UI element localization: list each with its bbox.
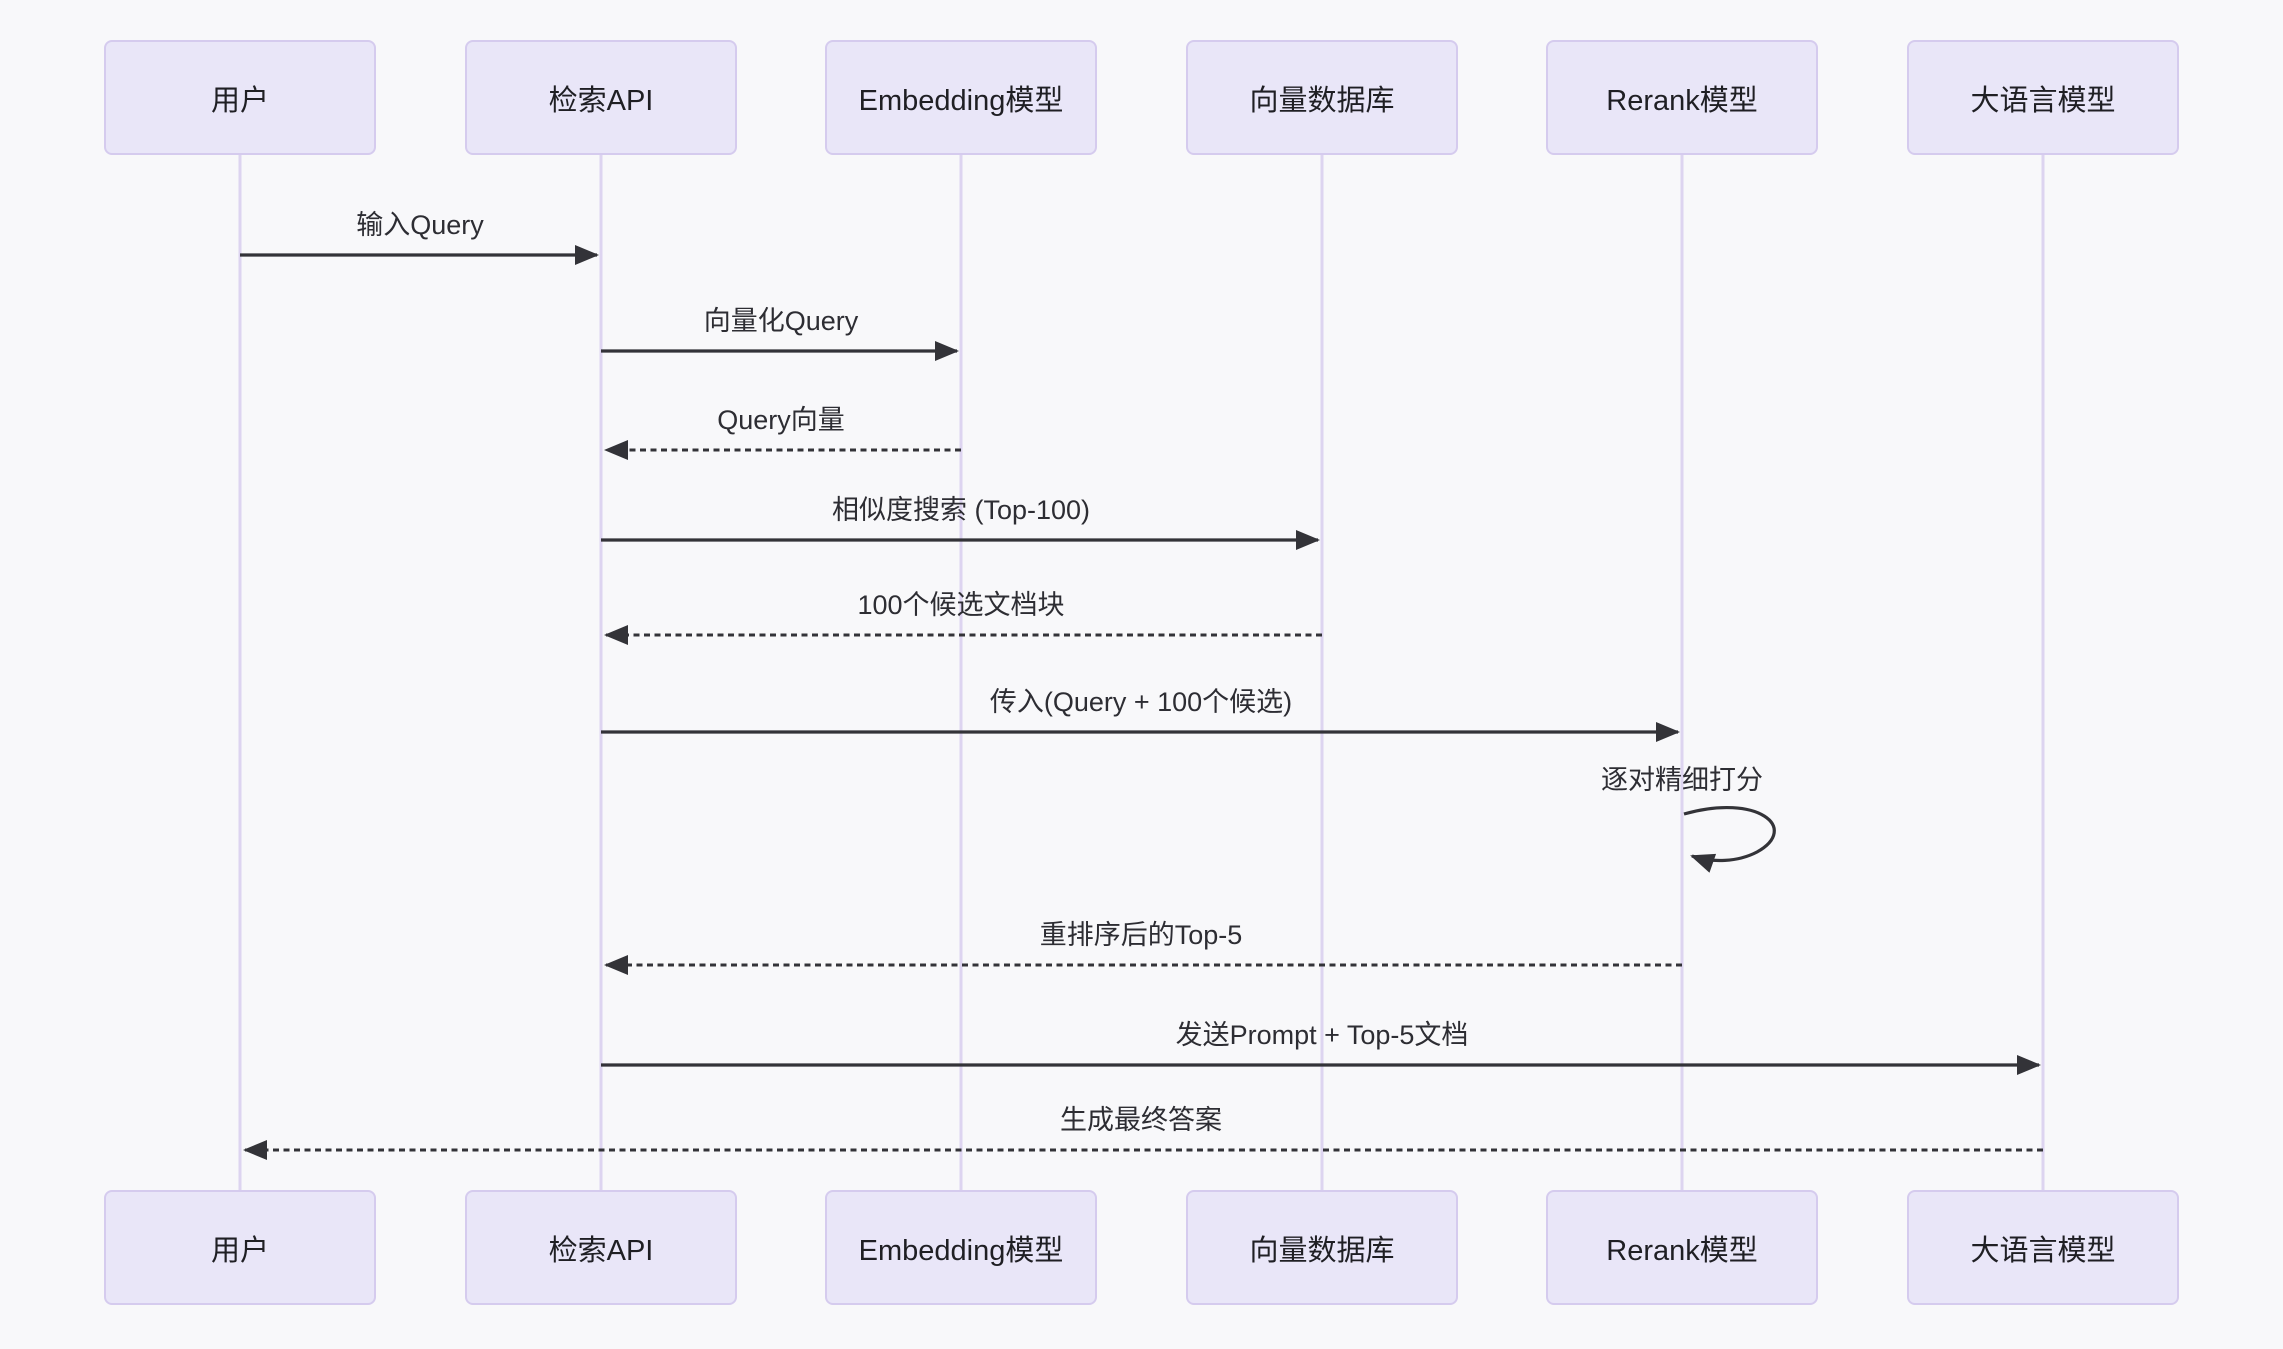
actor-label: 大语言模型 xyxy=(1970,1234,2116,1267)
actor-top-llm: 大语言模型 xyxy=(1907,40,2179,155)
message-label-reranked-top5: 重排序后的Top-5 xyxy=(1039,920,1243,950)
actor-bottom-embedding-model: Embedding模型 xyxy=(825,1190,1097,1305)
actor-bottom-user: 用户 xyxy=(104,1190,376,1305)
message-label-final-answer: 生成最终答案 xyxy=(1060,1105,1222,1135)
message-label-pass-candidates: 传入(Query + 100个候选) xyxy=(989,687,1293,717)
actor-label: 检索API xyxy=(548,84,654,117)
message-label-candidate-chunks: 100个候选文档块 xyxy=(857,590,1065,620)
actor-top-vector-db: 向量数据库 xyxy=(1186,40,1458,155)
message-label-pairwise-scoring: 逐对精细打分 xyxy=(1601,765,1763,795)
actor-top-embedding-model: Embedding模型 xyxy=(825,40,1097,155)
message-label-input-query: 输入Query xyxy=(356,210,484,240)
actor-bottom-vector-db: 向量数据库 xyxy=(1186,1190,1458,1305)
actor-bottom-retrieval-api: 检索API xyxy=(465,1190,737,1305)
message-label-send-prompt: 发送Prompt + Top-5文档 xyxy=(1175,1020,1469,1050)
message-label-similarity-search: 相似度搜索 (Top-100) xyxy=(831,495,1091,525)
actor-label: Rerank模型 xyxy=(1606,84,1758,117)
actor-top-retrieval-api: 检索API xyxy=(465,40,737,155)
message-label-vectorize-query: 向量化Query xyxy=(703,306,859,336)
actor-label: Rerank模型 xyxy=(1606,1234,1758,1267)
actor-label: 用户 xyxy=(210,84,269,117)
actor-label: 向量数据库 xyxy=(1249,1234,1395,1267)
actor-label: 用户 xyxy=(210,1234,269,1267)
actor-label: Embedding模型 xyxy=(858,84,1064,117)
message-label-query-vector: Query向量 xyxy=(717,405,845,435)
actor-top-rerank-model: Rerank模型 xyxy=(1546,40,1818,155)
actor-label: Embedding模型 xyxy=(858,1234,1064,1267)
actor-label: 向量数据库 xyxy=(1249,84,1395,117)
arrow-self-loop-rerank xyxy=(1683,805,1776,873)
actor-bottom-rerank-model: Rerank模型 xyxy=(1546,1190,1818,1305)
actor-label: 检索API xyxy=(548,1234,654,1267)
actor-top-user: 用户 xyxy=(104,40,376,155)
actor-bottom-llm: 大语言模型 xyxy=(1907,1190,2179,1305)
actor-label: 大语言模型 xyxy=(1970,84,2116,117)
